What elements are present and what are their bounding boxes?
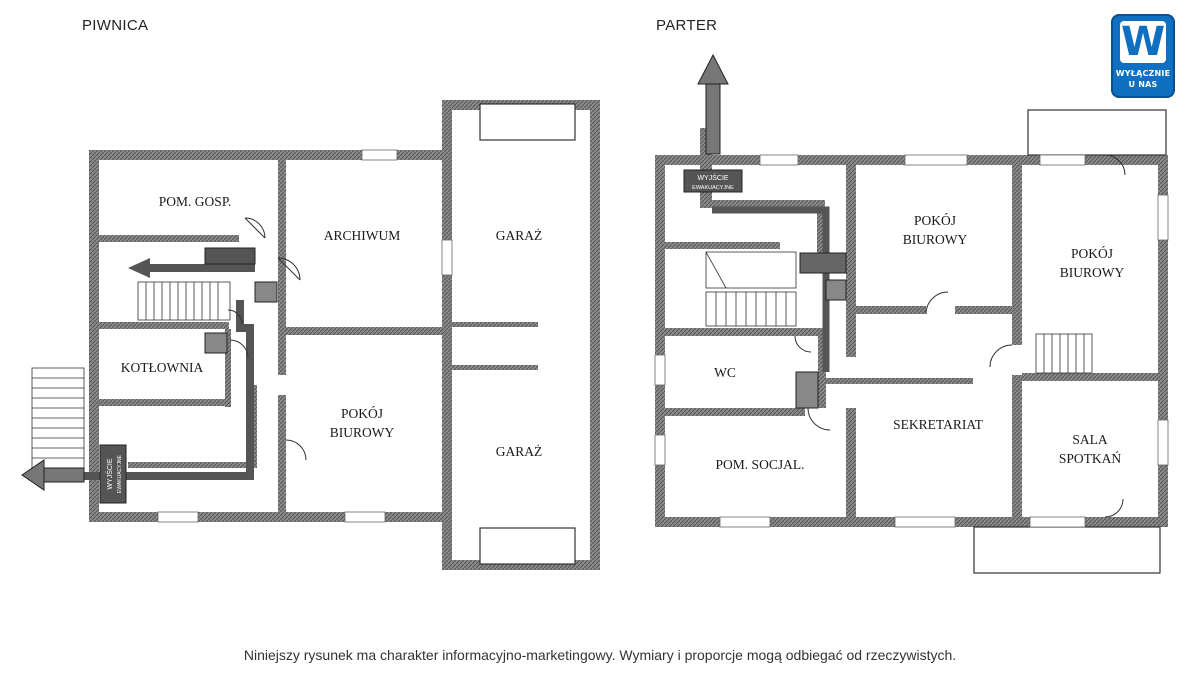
exit-sign-basement: WYJŚCIE EWAKUACYJNE [99,444,127,504]
room-pokoj-right-line2: BIUROWY [1060,265,1125,280]
room-sekretariat: SEKRETARIAT [893,417,983,432]
room-garaz-bottom: GARAŻ [496,444,543,459]
room-pokoj-basement-line1: POKÓJ [341,406,383,421]
window [157,511,199,523]
outdoor-stairs [31,367,85,481]
basement-doors [227,217,307,461]
room-kotlownia: KOTŁOWNIA [121,360,204,375]
disclaimer: Niniejszy rysunek ma charakter informacy… [243,647,957,663]
room-sala-line1: SALA [1072,432,1108,447]
evacuation-pictograms [204,247,278,354]
room-archiwum: ARCHIWUM [324,228,401,243]
room-pom-socjal: POM. SOCJAL. [716,457,805,472]
ground-doors [794,154,1126,518]
exit-sign-line2: EWAKUACYJNE [117,454,123,493]
ground-plan: WYJŚCIE EWAKUACYJNE POKÓJ BIUROWY POKÓJ … [654,53,1169,574]
window [1039,154,1086,166]
room-garaz-top: GARAŻ [496,228,543,243]
room-pokoj-right-line1: POKÓJ [1071,246,1113,261]
terrace-bottom [973,526,1161,574]
garage-door-bottom [479,527,576,565]
window [654,434,666,466]
logo-line2: U NAS [1128,80,1158,89]
room-pokoj-left-line1: POKÓJ [914,213,956,228]
exit-sign-line1: WYJŚCIE [105,458,114,489]
hall-stairs [1035,333,1093,374]
ground-staircase [705,251,797,327]
agency-logo: W WYŁĄCZNIE U NAS [1111,14,1175,98]
arrow-left-icon [128,258,150,278]
window [654,354,666,386]
window [904,154,968,166]
balcony-top [1027,109,1167,156]
room-sala-line2: SPOTKAŃ [1059,451,1122,466]
basement-plan: WYJŚCIE EWAKUACYJNE POM. GOSP. ARCHIWUM … [21,100,600,570]
basement-staircase [137,281,231,321]
evacuation-route [70,264,255,480]
window [361,149,398,161]
window [719,516,771,528]
exit-arrow-up-icon [697,53,729,155]
room-wc: WC [714,365,736,380]
logo-line1: WYŁĄCZNIE [1115,69,1171,78]
logo-letter: W [1120,19,1166,65]
window [344,511,386,523]
room-pom-gosp: POM. GOSP. [159,194,231,209]
garage-door-top [479,103,576,141]
window [1157,419,1169,466]
window [759,154,799,166]
exit-sign-line2: EWAKUACYJNE [692,185,734,191]
room-pokoj-left-line2: BIUROWY [903,232,968,247]
exit-sign-ground: WYJŚCIE EWAKUACYJNE [683,169,743,193]
evacuation-route-ground [712,206,830,372]
window [1029,516,1086,528]
floor-plans: WYJŚCIE EWAKUACYJNE POM. GOSP. ARCHIWUM … [21,53,1169,574]
basement-walls [89,100,600,570]
ground-level-title: PARTER [656,17,718,34]
evacuation-pictograms-ground [795,252,847,409]
exit-arrow-icon [21,459,85,491]
window [441,239,453,276]
basement-level-title: PIWNICA [82,17,149,34]
window [894,516,956,528]
window [1157,194,1169,241]
exit-sign-line1: WYJŚCIE [697,173,728,182]
room-pokoj-basement-line2: BIUROWY [330,425,395,440]
